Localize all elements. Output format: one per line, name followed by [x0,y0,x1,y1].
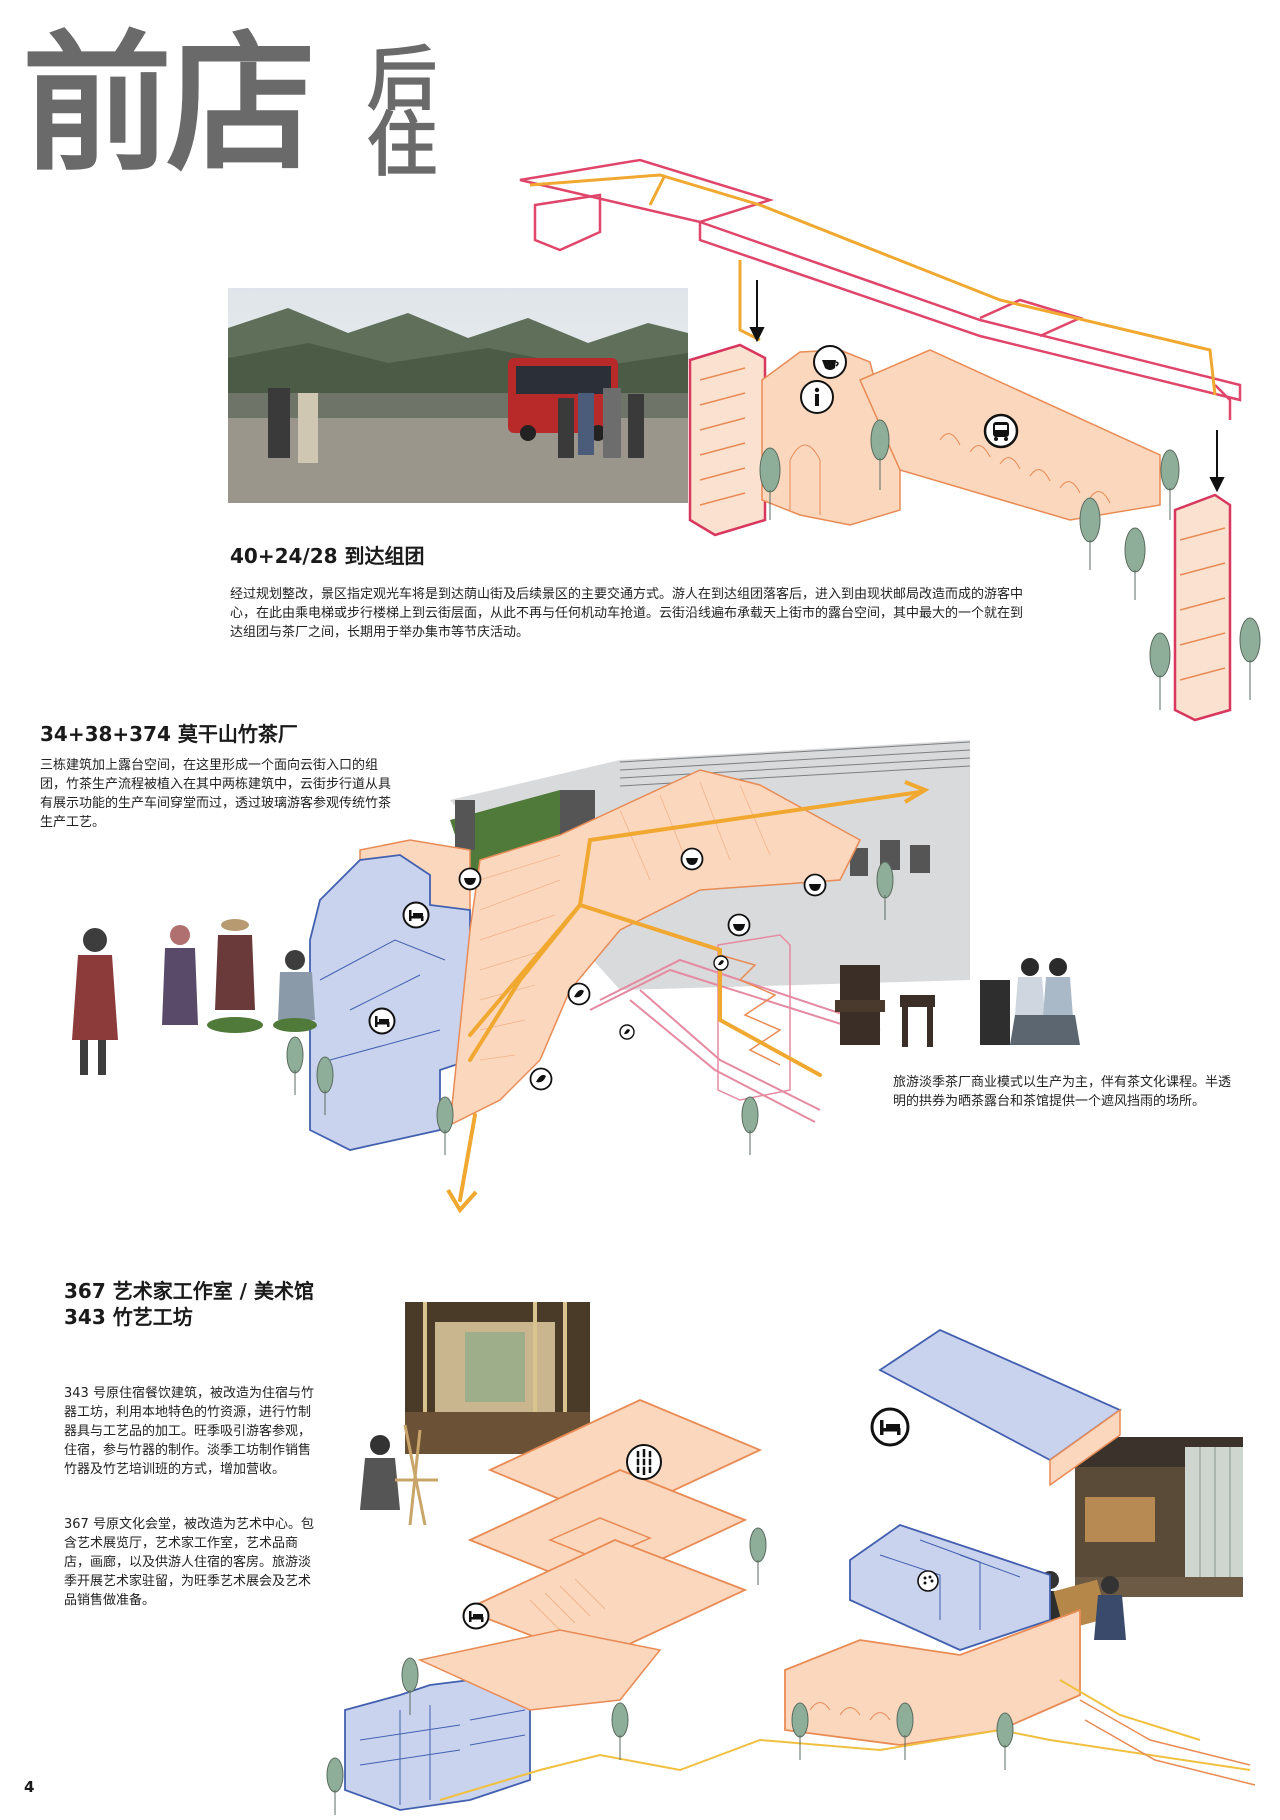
page-title-side-bottom: 住 [367,104,437,186]
page-title: 前店 [22,18,316,192]
section-art-body-1: 343 号原住宿餐饮建筑，被改造为住宿与竹器工坊，利用本地特色的竹资源，进行竹制… [64,1386,314,1477]
section-art-heading-line2: 343 竹艺工坊 [64,1305,193,1329]
teafactory-axonometric-diagram [286,740,971,1214]
art-axonometric-diagram [326,1328,1256,1815]
tea-house-people-illustration [835,958,1080,1047]
section-arrival-body: 经过规划整改，景区指定观光车将是到达荫山街及后续景区的主要交通方式。游人在到达组… [230,587,1024,640]
bamboo-artisan-illustration [360,1424,438,1526]
page-title-side: 后 住 [367,38,442,186]
section-art-heading: 367 艺术家工作室 / 美术馆 343 竹艺工坊 [64,1278,314,1330]
section-arrival-heading: 40+24/28 到达组团 [230,544,425,568]
bamboo-workshop-illustration [405,1302,590,1454]
page-number: 4 [24,1778,35,1796]
tea-pickers-illustration [72,919,317,1075]
gallery-photo [1075,1437,1243,1597]
section-art-heading-line1: 367 艺术家工作室 / 美术馆 [64,1279,314,1303]
page-title-side-top: 后 [367,38,437,120]
bamboo-workshop-photo [405,1302,590,1454]
arrival-photo [228,288,688,503]
arrival-photo-illustration [228,288,688,503]
gallery-illustration [1075,1437,1243,1597]
section-teafactory-heading: 34+38+374 莫干山竹茶厂 [40,722,298,746]
section-teafactory-body: 三栋建筑加上露台空间，在这里形成一个面向云街入口的组团，竹茶生产流程被植入在其中… [40,758,392,830]
section-art-body-2: 367 号原文化会堂，被改造为艺术中心。包含艺术展览厅，艺术家工作室，艺术品商店… [64,1517,314,1608]
section-teafactory-side-note: 旅游淡季茶厂商业模式以生产为主，伴有茶文化课程。半透明的拱券为晒茶露台和茶馆提供… [893,1075,1232,1109]
